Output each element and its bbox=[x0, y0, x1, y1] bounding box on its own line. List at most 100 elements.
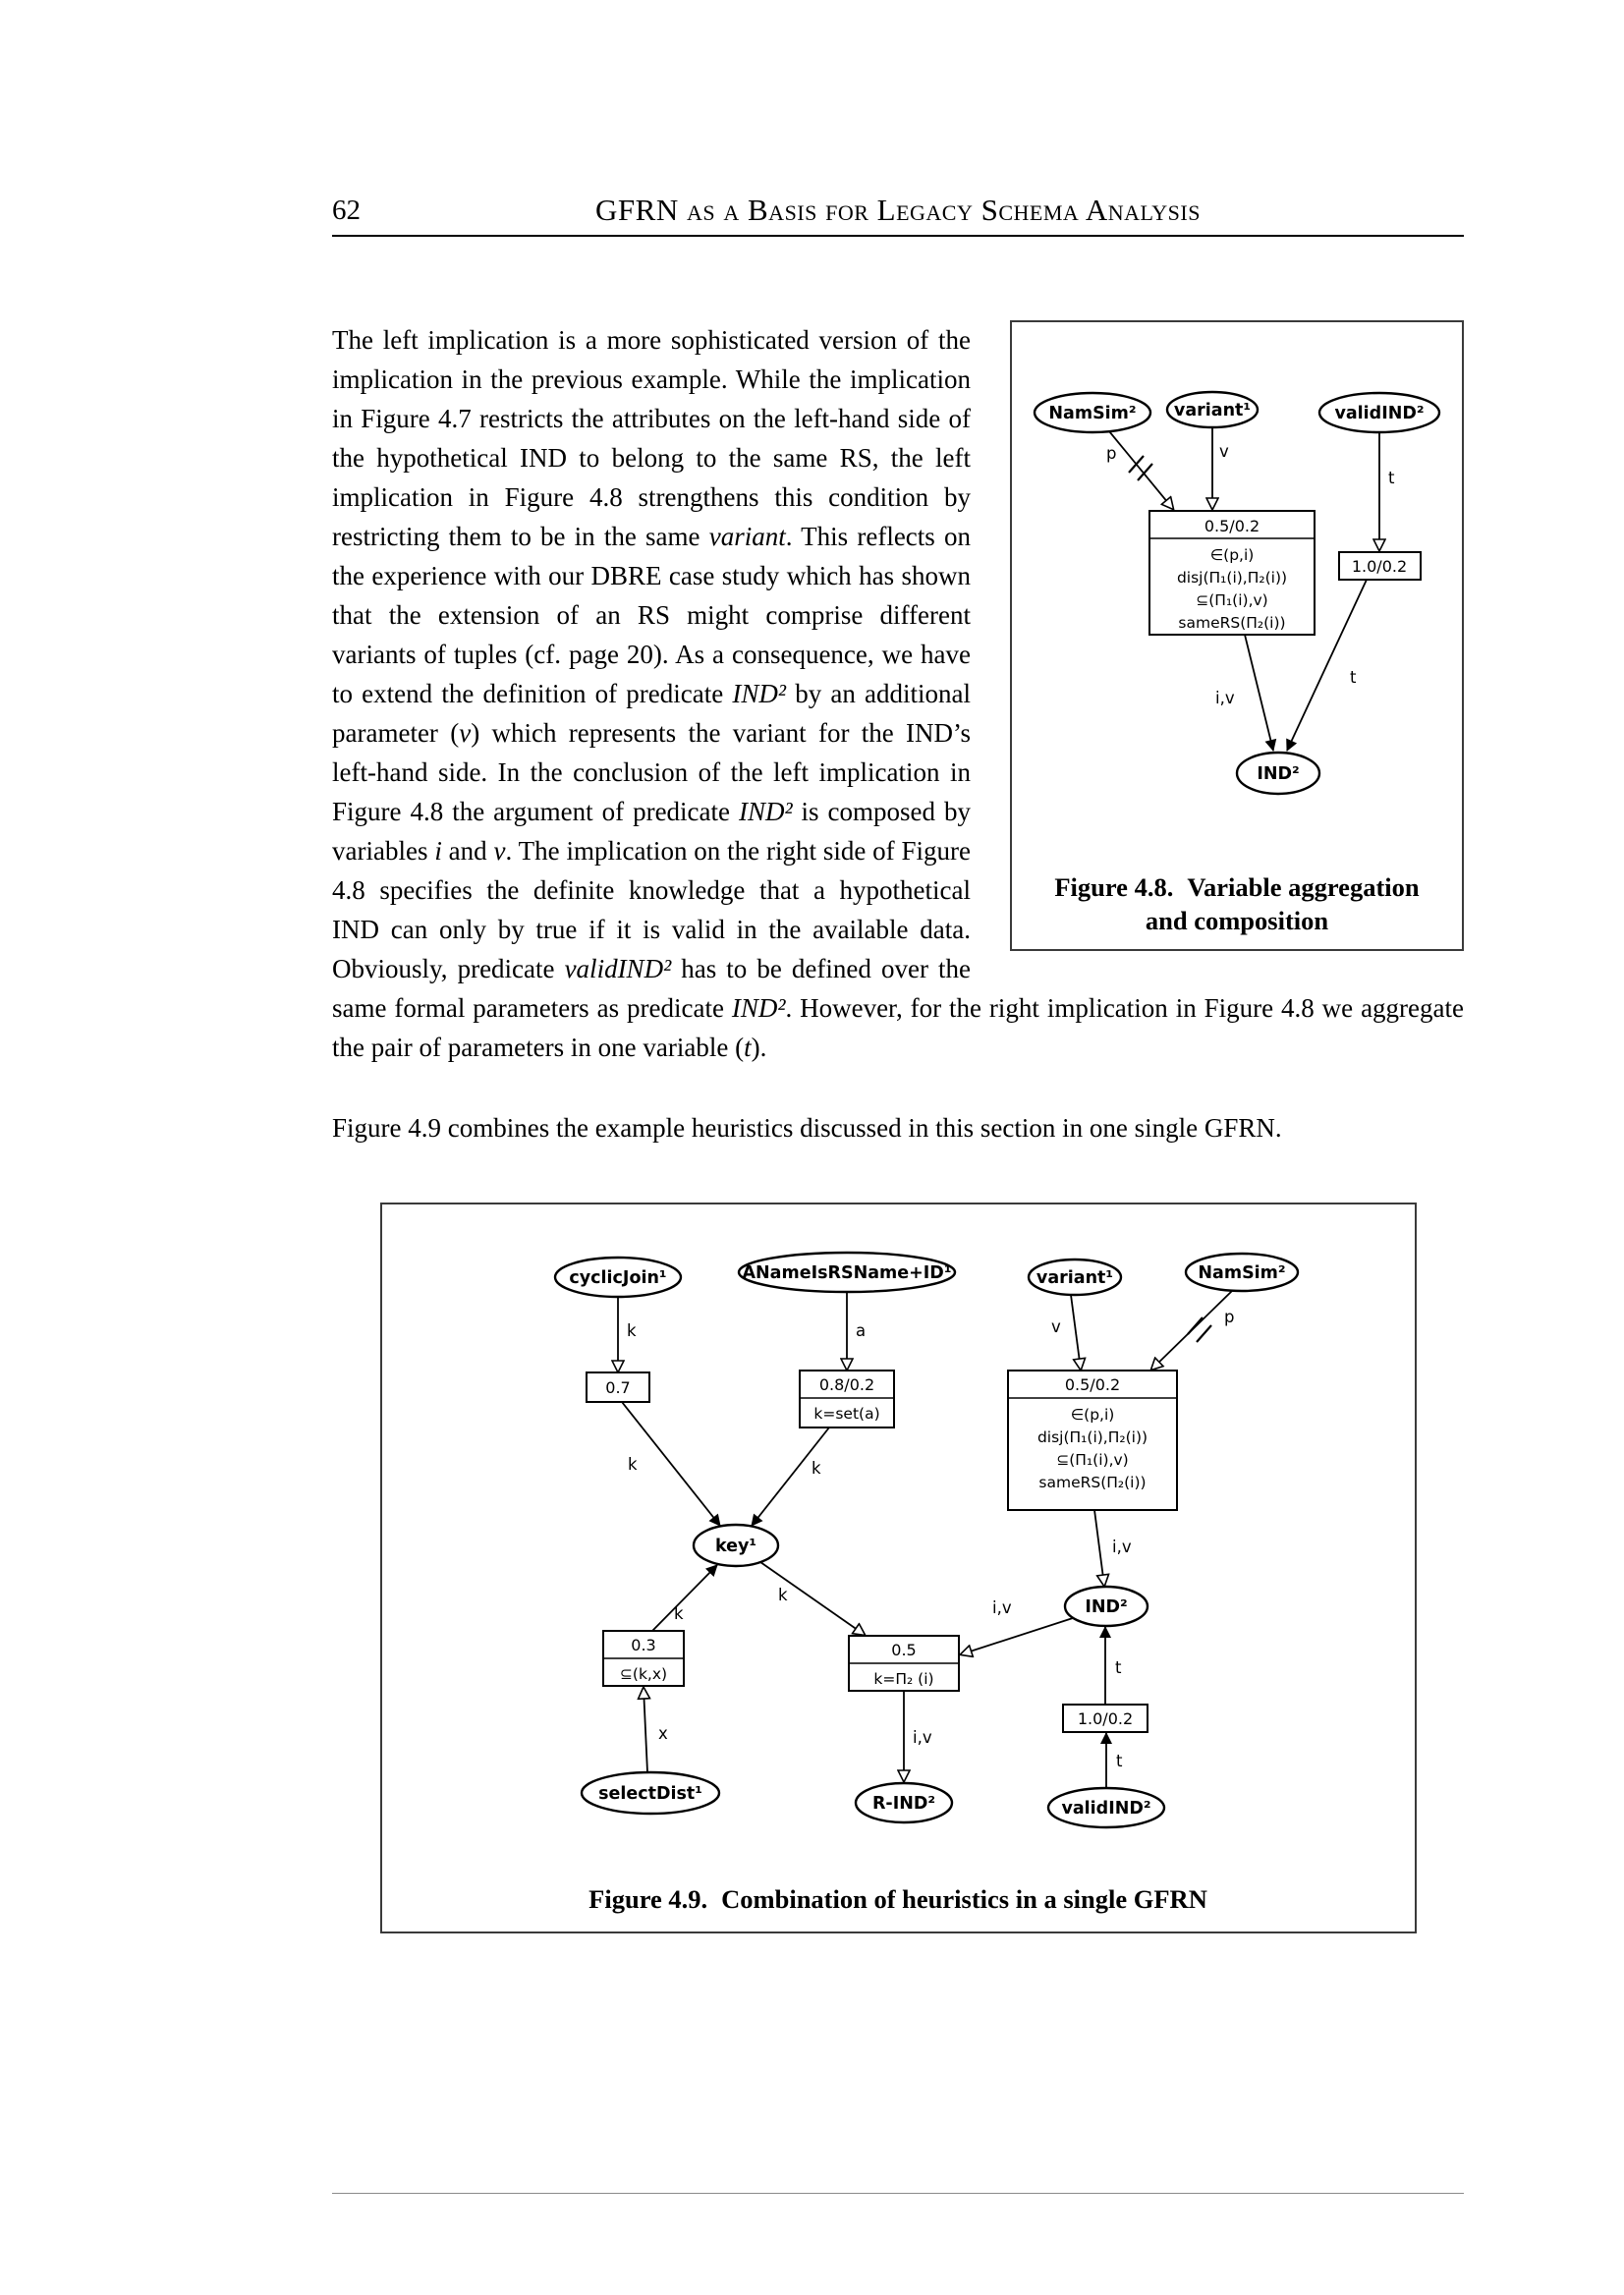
fig49-node-namsim: NamSim² bbox=[1184, 1252, 1300, 1293]
fig49-edge-k-07-key: k bbox=[621, 1401, 721, 1527]
fig49-label-t2: t bbox=[1116, 1752, 1123, 1770]
page-header: 62 GFRN as a Basis for Legacy Schema Ana… bbox=[332, 193, 1464, 232]
fig49-label-k4: k bbox=[674, 1604, 684, 1623]
fig49-box03-line: ⊆(k,x) bbox=[620, 1665, 667, 1683]
fig48-predbox-weight: 0.5/0.2 bbox=[1204, 517, 1260, 535]
fig49-label-k2: k bbox=[628, 1455, 638, 1474]
fig49-node-validind-label: validIND² bbox=[1061, 1799, 1150, 1819]
page-number: 62 bbox=[332, 195, 361, 226]
fig48-caption-label: Figure 4.8. bbox=[1054, 872, 1174, 902]
fig49-node-aname: ANameIsRSName+ID¹ bbox=[737, 1251, 957, 1294]
text-run: . The implication on the right side of F… bbox=[332, 836, 972, 983]
fig49-box05-line: k=Π₂ (i) bbox=[873, 1670, 933, 1688]
running-title: GFRN as a Basis for Legacy Schema Analys… bbox=[595, 193, 1201, 227]
fig49-edge-p: p bbox=[1151, 1290, 1234, 1370]
fig49-label-k3: k bbox=[812, 1459, 821, 1478]
fig49-edge-iv-ind-05: i,v bbox=[961, 1598, 1074, 1654]
fig49-node-key: key¹ bbox=[692, 1523, 780, 1568]
fig49-edge-a: a bbox=[847, 1292, 866, 1370]
fig49-caption-label: Figure 4.9. bbox=[588, 1884, 708, 1914]
text-run: The left implication is a more sophistic… bbox=[332, 325, 971, 551]
fig48-predbox-line2: disj(Π₁(i),Π₂(i)) bbox=[1177, 569, 1287, 587]
text-run: ). bbox=[751, 1033, 767, 1062]
fig49-node-rind-label: R-IND² bbox=[872, 1794, 935, 1814]
fig48-edge-t-bottom: t bbox=[1286, 579, 1368, 752]
fig49-bigbox-line2: disj(Π₁(i),Π₂(i)) bbox=[1037, 1428, 1148, 1446]
fig49-label-x: x bbox=[658, 1724, 668, 1743]
fig49-bigbox-line3: ⊆(Π₁(i),v) bbox=[1056, 1451, 1128, 1469]
text-run: validIND² bbox=[564, 954, 672, 983]
fig49-caption-text: Combination of heuristics in a single GF… bbox=[721, 1884, 1207, 1914]
fig49-edge-x: x bbox=[644, 1688, 668, 1773]
fig49-bigbox-line4: sameRS(Π₂(i)) bbox=[1038, 1474, 1146, 1491]
text-run: has to be defined over the same formal p… bbox=[332, 954, 971, 1023]
fig48-node-variant-label: variant¹ bbox=[1174, 401, 1251, 420]
fig48-diagram: p v t i,v t bbox=[1033, 390, 1441, 796]
fig48-predbox-line3: ⊆(Π₁(i),v) bbox=[1196, 591, 1267, 609]
fig49-box07-weight: 0.7 bbox=[605, 1378, 630, 1397]
figure-4-8: p v t i,v t bbox=[1010, 320, 1464, 951]
fig49-bigbox-weight: 0.5/0.2 bbox=[1065, 1375, 1120, 1394]
fig49-node-selectdist-label: selectDist¹ bbox=[598, 1784, 702, 1804]
fig49-box-10: 1.0/0.2 bbox=[1062, 1704, 1148, 1733]
fig48-node-variant: variant¹ bbox=[1165, 390, 1260, 429]
fig48-edge-p: p bbox=[1106, 430, 1173, 509]
fig48-node-ind: IND² bbox=[1235, 751, 1321, 796]
fig48-node-namsim: NamSim² bbox=[1033, 391, 1152, 434]
fig49-node-variant: variant¹ bbox=[1027, 1258, 1123, 1297]
fig49-label-a: a bbox=[856, 1321, 866, 1340]
fig49-node-key-label: key¹ bbox=[715, 1537, 756, 1556]
fig49-box-03: 0.3 ⊆(k,x) bbox=[602, 1630, 685, 1687]
fig49-edge-v: v bbox=[1051, 1294, 1081, 1370]
fig49-node-cyclicjoin-label: cyclicJoin¹ bbox=[569, 1268, 666, 1288]
text-run: t bbox=[744, 1033, 752, 1062]
text-run: . However, for the right implication in … bbox=[332, 993, 1464, 1062]
fig48-caption-line2: and composition bbox=[1145, 906, 1329, 935]
fig49-node-cyclicjoin: cyclicJoin¹ bbox=[553, 1256, 683, 1299]
text-run: IND² bbox=[732, 679, 787, 708]
fig49-box-05: 0.5 k=Π₂ (i) bbox=[848, 1635, 960, 1692]
fig48-predbox-line4: sameRS(Π₂(i)) bbox=[1178, 614, 1285, 632]
fig49-edge-iv-big-ind: i,v bbox=[1093, 1509, 1132, 1586]
paragraph-2: Figure 4.9 combines the example heuristi… bbox=[332, 1113, 1282, 1143]
text-run: v bbox=[493, 836, 506, 866]
fig49-box03-weight: 0.3 bbox=[631, 1636, 655, 1654]
text-run: variant bbox=[708, 522, 786, 551]
fig48-edge-v: v bbox=[1212, 427, 1229, 509]
fig49-box05-weight: 0.5 bbox=[891, 1641, 916, 1659]
fig49-label-k1: k bbox=[627, 1321, 637, 1340]
fig48-edge-iv: i,v bbox=[1215, 634, 1277, 752]
text-run: by an additional parameter ( bbox=[332, 679, 971, 748]
fig49-label-p: p bbox=[1224, 1308, 1234, 1326]
fig49-box08-weight: 0.8/0.2 bbox=[819, 1375, 874, 1394]
fig49-node-rind: R-IND² bbox=[854, 1781, 954, 1824]
text-run: and bbox=[441, 836, 494, 866]
fig48-label-t1: t bbox=[1388, 469, 1395, 487]
fig48-node-ind-label: IND² bbox=[1257, 764, 1299, 784]
fig49-node-namsim-label: NamSim² bbox=[1198, 1263, 1285, 1283]
fig49-edge-t-10-ind: t bbox=[1099, 1626, 1122, 1705]
fig49-edge-k-key-05: k bbox=[759, 1561, 865, 1635]
figure-4-9: k a v p k bbox=[379, 1203, 1417, 1933]
text-run: v bbox=[459, 718, 472, 748]
fig49-edge-k-03-key: k bbox=[651, 1564, 718, 1632]
fig49-bigbox-line1: ∈(p,i) bbox=[1071, 1406, 1115, 1424]
header-rule bbox=[332, 235, 1464, 237]
fig49-edge-k-08-key: k bbox=[751, 1427, 830, 1527]
fig49-label-iv3: i,v bbox=[913, 1728, 932, 1747]
fig48-label-iv: i,v bbox=[1215, 689, 1235, 707]
text-run: ) which represents the variant for the I… bbox=[332, 718, 971, 826]
fig49-label-t1: t bbox=[1115, 1658, 1122, 1677]
text-run: IND² bbox=[731, 993, 786, 1023]
fig49-node-selectdist: selectDist¹ bbox=[580, 1770, 721, 1816]
fig48-caption-line1: Variable aggregation bbox=[1187, 872, 1420, 902]
fig49-node-validind: validIND² bbox=[1046, 1786, 1166, 1829]
footer-rule bbox=[332, 2193, 1464, 2194]
fig48-factbox-weight: 1.0/0.2 bbox=[1352, 557, 1407, 576]
fig49-edge-iv-05-rind: i,v bbox=[904, 1691, 932, 1781]
fig49-edge-k-cyclicjoin: k bbox=[618, 1297, 637, 1371]
fig48-node-validind-label: validIND² bbox=[1334, 404, 1424, 423]
fig48-label-p: p bbox=[1106, 444, 1116, 463]
fig49-label-iv2: i,v bbox=[1112, 1538, 1132, 1556]
